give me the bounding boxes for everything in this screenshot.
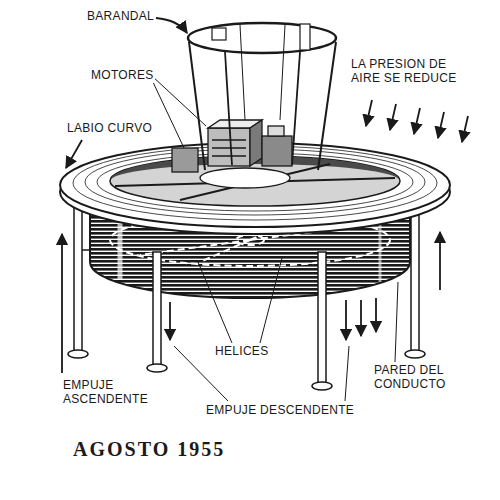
annotation-label: LA PRESION DE AIRE SE REDUCE <box>350 58 477 86</box>
front-legs <box>147 252 332 390</box>
force-label: EMPUJE DESCENDENTE <box>205 404 355 418</box>
part-label: PARED DEL CONDUCTO <box>373 364 465 392</box>
leader-lines <box>152 76 398 401</box>
railing <box>188 23 336 170</box>
force-label: EMPUJE ASCENDENTE <box>62 379 159 407</box>
part-label: MOTORES <box>90 69 155 83</box>
caption-date: AGOSTO 1955 <box>73 438 225 461</box>
part-label: LABIO CURVO <box>66 122 153 136</box>
part-label: BARANDAL <box>86 10 155 24</box>
part-label: HELICES <box>214 345 269 359</box>
